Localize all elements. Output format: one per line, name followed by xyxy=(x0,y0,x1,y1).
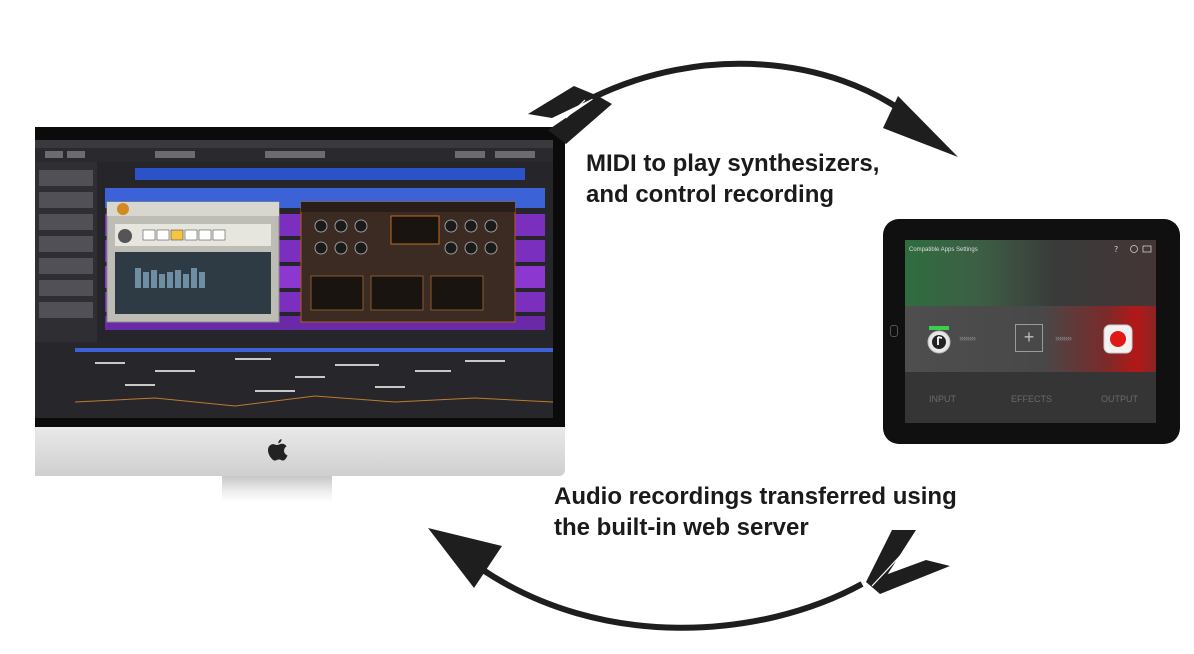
tab-output[interactable]: OUTPUT xyxy=(1101,394,1138,404)
ipad-signal-chain: ›››››››› + ›››››››› xyxy=(905,306,1156,372)
audio-arrow xyxy=(428,528,950,631)
ipad-home-button xyxy=(890,325,898,337)
midi-caption-line-1: MIDI to play synthesizers, xyxy=(586,150,880,177)
midi-caption: MIDI to play synthesizers, and control r… xyxy=(586,148,879,210)
daw-screenshot-graphic xyxy=(35,140,553,418)
ipad-tab-bar xyxy=(905,372,1156,423)
add-effect-button[interactable]: + xyxy=(1015,324,1043,352)
imac-stand xyxy=(222,476,332,502)
plus-icon: + xyxy=(1023,327,1035,347)
ipad-screen: Compatible Apps Settings ? ›››››››› + ››… xyxy=(905,240,1156,423)
audio-input-icon[interactable] xyxy=(923,324,955,356)
imac-chin xyxy=(35,427,565,476)
ipad-toolbar-icons: ? xyxy=(1114,245,1152,254)
ipad-nav-links[interactable]: Compatible Apps Settings xyxy=(909,247,978,253)
midi-arrow xyxy=(528,60,958,157)
record-button-icon[interactable] xyxy=(1103,324,1133,354)
chain-arrows-2: ›››››››› xyxy=(1055,333,1072,343)
chain-arrows-1: ›››››››› xyxy=(959,333,976,343)
midi-caption-line-2: and control recording xyxy=(586,181,835,208)
ipad-header-area: Compatible Apps Settings ? xyxy=(905,240,1156,306)
tab-effects[interactable]: EFFECTS xyxy=(1011,394,1053,404)
apple-logo-icon xyxy=(268,439,288,461)
daw-screen xyxy=(35,140,553,418)
audio-caption-line-1: Audio recordings transferred using xyxy=(554,483,957,510)
audio-caption: Audio recordings transferred using the b… xyxy=(554,481,957,543)
svg-text:?: ? xyxy=(1114,245,1118,254)
audio-caption-line-2: the built-in web server xyxy=(554,514,809,541)
tab-input[interactable]: INPUT xyxy=(929,394,956,404)
